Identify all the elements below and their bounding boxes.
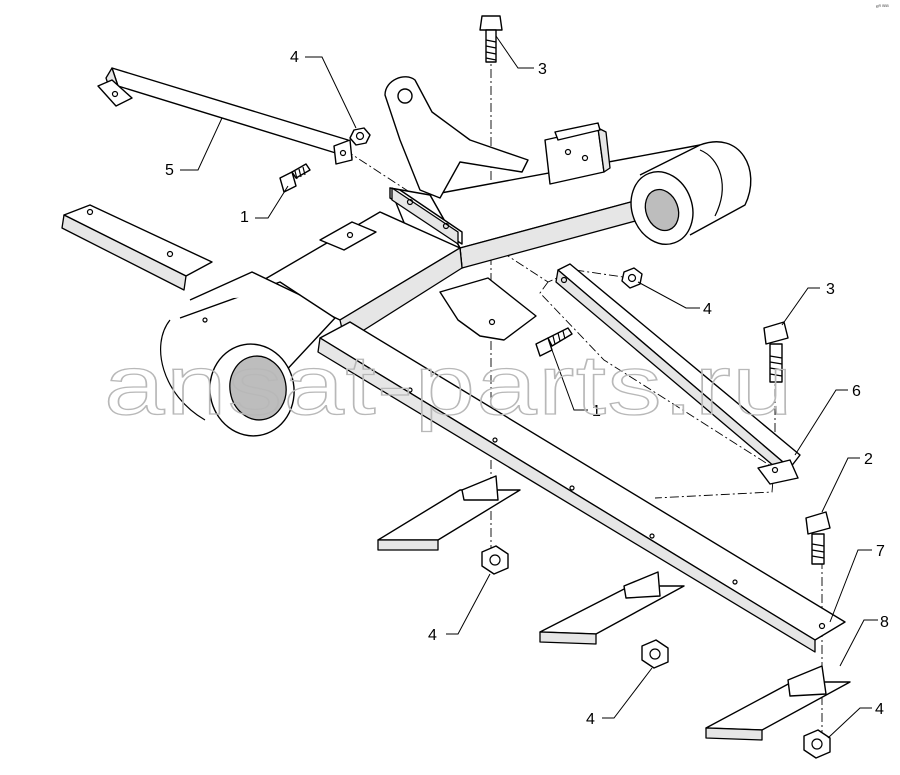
tine-8: [705, 665, 851, 741]
callout-4-middle: 4: [703, 301, 712, 318]
tine-2: [539, 571, 685, 645]
nut-middle: [621, 267, 643, 289]
bolt-upper: [279, 163, 311, 193]
callout-6: 6: [852, 383, 861, 400]
tine-1: [377, 475, 521, 551]
nut-top: [349, 127, 371, 146]
callout-1-middle: 1: [592, 403, 601, 420]
callout-4-top: 4: [290, 49, 299, 66]
corner-code: eᴿ ᴮᴮᴮ: [876, 4, 889, 10]
callout-3-top: 3: [538, 61, 547, 78]
bolt-middle: [535, 327, 573, 357]
bolt-3-right: [763, 321, 789, 383]
tube-right: [630, 141, 752, 245]
brace-5: [97, 67, 353, 165]
callout-5: 5: [165, 162, 174, 179]
watermark-text: ansat-parts.ru: [104, 338, 794, 432]
nut-bottom-2: [641, 639, 669, 669]
nut-bottom-3: [803, 729, 831, 759]
bracket-left-upper: [389, 187, 463, 245]
callout-labels: 4 5 1 3 3 4 1 6 2 7 8 4 4 4: [165, 49, 889, 728]
callout-4-bottom-2: 4: [586, 711, 595, 728]
bar-7: [317, 321, 846, 653]
brace-6: [555, 263, 801, 485]
bolt-3-top: [479, 15, 503, 63]
callout-1-upper: 1: [240, 209, 249, 226]
callout-4-bottom-3: 4: [875, 701, 884, 718]
leader-lines: [180, 35, 878, 739]
arm-lug: [384, 76, 529, 199]
tube-left: [160, 271, 336, 437]
callout-7: 7: [876, 543, 885, 560]
nut-bottom-1: [481, 545, 509, 575]
callout-3-right: 3: [826, 281, 835, 298]
callout-8: 8: [880, 614, 889, 631]
flat-bar-left: [61, 204, 213, 291]
callout-4-bottom-1: 4: [428, 627, 437, 644]
callout-2: 2: [864, 451, 873, 468]
bolt-2: [805, 511, 831, 565]
